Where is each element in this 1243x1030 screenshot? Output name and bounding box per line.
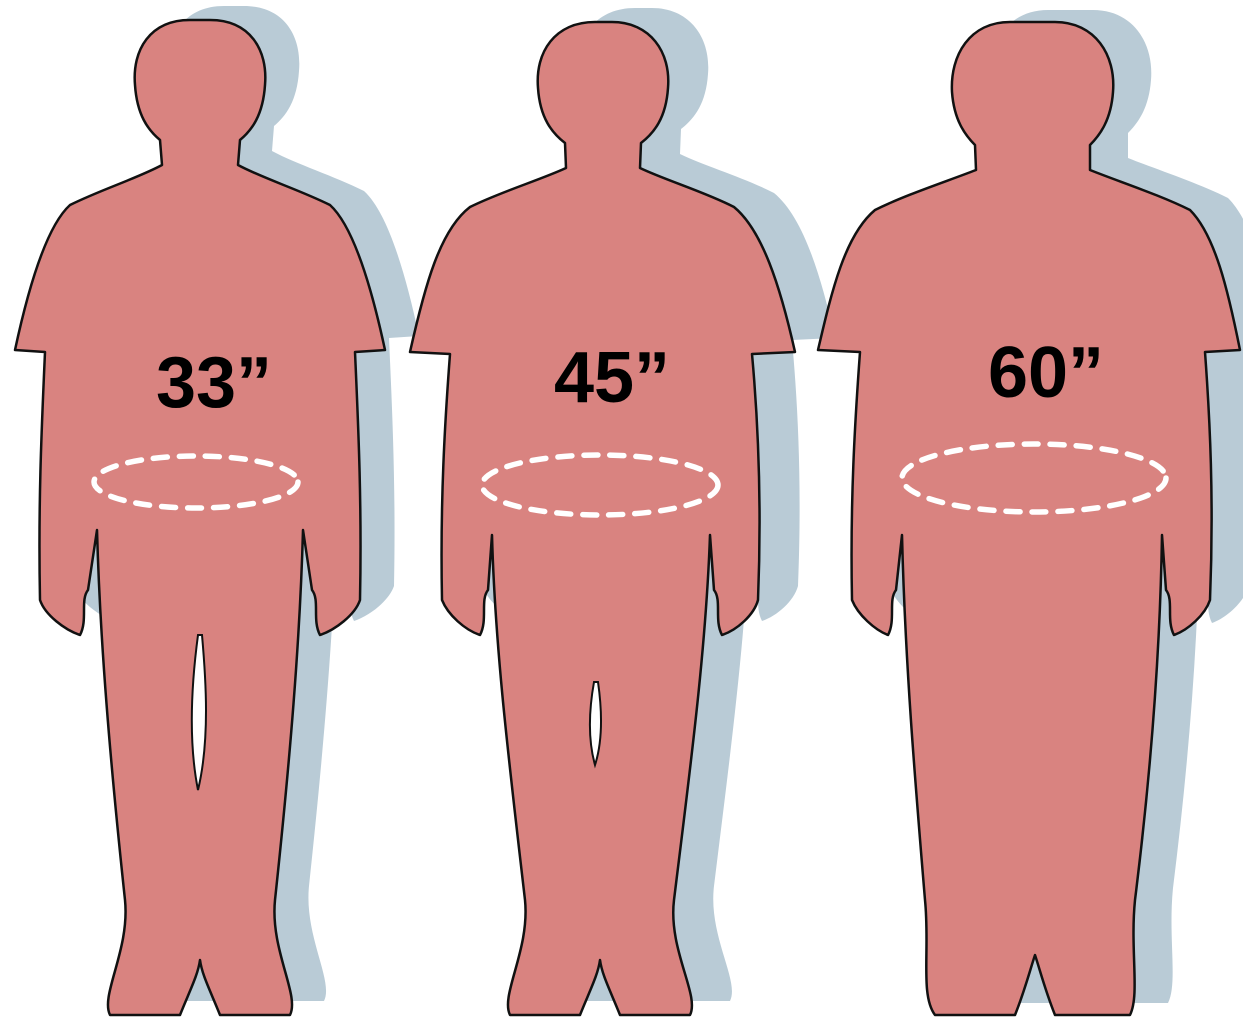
figure-33-label: 33” xyxy=(156,343,272,423)
figure-45-label: 45” xyxy=(554,338,670,418)
figure-33: 33” xyxy=(15,6,419,1015)
figure-33-body xyxy=(15,20,385,1015)
figure-45-body xyxy=(410,22,795,1015)
figure-60-body xyxy=(818,22,1240,1015)
figure-60-label: 60” xyxy=(988,333,1104,413)
figure-45: 45” xyxy=(410,8,835,1015)
figure-60: 60” xyxy=(818,10,1243,1015)
